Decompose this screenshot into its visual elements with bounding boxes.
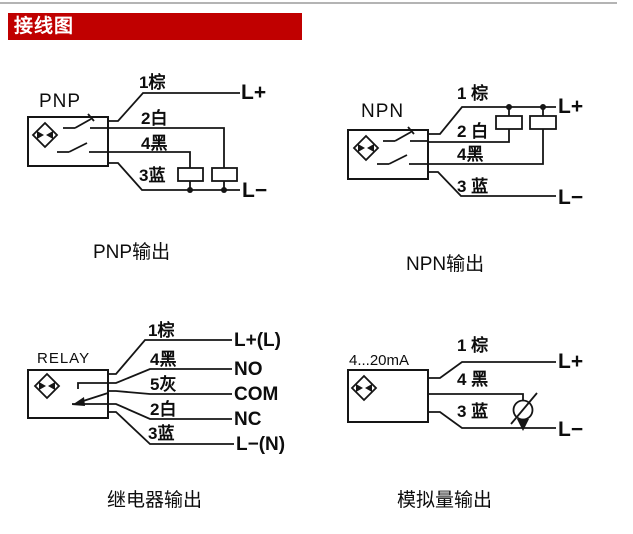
sensor-symbol-icon — [48, 382, 55, 390]
sensor-symbol-icon — [365, 384, 372, 392]
sensor-symbol-icon — [358, 144, 365, 152]
npn-wire-brown — [428, 106, 556, 135]
pnp-pin-1-label: 1棕 — [139, 73, 166, 92]
npn-pin-2-label: 2 白 — [457, 122, 489, 141]
junction-dot — [506, 104, 512, 110]
sensor-symbol-icon — [33, 372, 61, 400]
analog-lplus-label: L+ — [558, 350, 584, 373]
current-meter-needle — [510, 392, 538, 425]
relay-pin-5-label: 5灰 — [150, 375, 177, 394]
load-resistor — [177, 167, 204, 182]
relay-pin-1-label: 1棕 — [148, 321, 175, 340]
relay-sensor-box — [27, 369, 109, 419]
load-resistor — [529, 115, 557, 130]
pnp-pin-4-label: 4黑 — [141, 134, 168, 153]
analog-wire-brown — [428, 361, 556, 379]
npn-wire-black — [428, 129, 544, 165]
load-resistor — [495, 115, 523, 130]
sensor-symbol-icon — [46, 131, 53, 139]
relay-terminal-no-label: NO — [234, 359, 263, 380]
analog-device-label: 4...20mA — [349, 352, 410, 369]
contact-symbol — [377, 154, 428, 165]
relay-wire-black — [108, 368, 232, 384]
relay-wire-white — [108, 403, 232, 420]
relay-wire-blue — [108, 411, 234, 445]
relay-pin-3-label: 3蓝 — [148, 424, 175, 443]
arrowhead-icon — [517, 419, 529, 431]
sensor-symbol-icon — [352, 134, 380, 162]
sensor-symbol-icon — [31, 121, 59, 149]
pnp-wire-brown — [108, 92, 240, 122]
relay-caption: 继电器输出 — [107, 490, 203, 511]
relay-contact-symbol — [79, 392, 109, 403]
relay-diagram — [27, 339, 234, 445]
pnp-sensor-box — [27, 116, 109, 167]
npn-pin-3-label: 3 蓝 — [457, 177, 489, 196]
load-resistor — [211, 167, 238, 182]
junction-dot — [187, 187, 193, 193]
sensor-symbol-icon — [356, 384, 363, 392]
npn-lplus-label: L+ — [558, 95, 584, 118]
relay-terminal-lplus-label: L+(L) — [234, 330, 281, 351]
pnp-pin-2-label: 2白 — [141, 109, 168, 128]
npn-pin-4-label: 4黑 — [457, 145, 484, 164]
relay-terminal-lminus-label: L−(N) — [236, 434, 286, 455]
pnp-wire-blue — [108, 162, 240, 191]
relay-contact-symbol — [77, 382, 108, 389]
sensor-symbol-icon — [350, 374, 378, 402]
contact-symbol — [63, 113, 108, 129]
npn-pin-1-label: 1 棕 — [457, 84, 489, 103]
analog-caption: 模拟量输出 — [397, 490, 493, 511]
pnp-diagram — [27, 92, 240, 193]
relay-pin-4-label: 4黑 — [150, 350, 177, 369]
load-leads — [189, 181, 225, 190]
contact-symbol — [57, 142, 108, 153]
npn-device-label: NPN — [361, 101, 405, 122]
pnp-caption: PNP输出 — [93, 242, 171, 263]
npn-sensor-box — [347, 129, 429, 180]
sensor-symbol-icon — [37, 131, 44, 139]
sensor-symbol-icon — [39, 382, 46, 390]
analog-diagram — [347, 361, 556, 431]
junction-dot — [540, 104, 546, 110]
npn-diagram — [347, 104, 557, 197]
analog-pin-3-label: 3 蓝 — [457, 402, 489, 421]
relay-pin-2-label: 2白 — [150, 400, 177, 419]
analog-wire-black — [428, 393, 524, 401]
contact-symbol — [383, 126, 428, 142]
junction-dot — [221, 187, 227, 193]
pnp-wire-white — [108, 127, 225, 168]
relay-terminal-nc-label: NC — [234, 409, 262, 430]
pnp-device-label: PNP — [39, 91, 82, 112]
analog-pin-1-label: 1 棕 — [457, 336, 489, 355]
analog-lminus-label: L− — [558, 418, 584, 441]
load-leads — [508, 107, 544, 116]
npn-wire-blue — [428, 171, 556, 197]
analog-sensor-box — [347, 369, 429, 423]
top-divider — [0, 2, 617, 4]
relay-terminal-com-label: COM — [234, 384, 279, 405]
relay-wire-gray — [108, 390, 232, 395]
section-banner: 接线图 — [8, 13, 302, 40]
pnp-wire-black — [108, 151, 191, 168]
npn-caption: NPN输出 — [406, 254, 485, 275]
npn-wire-white — [428, 129, 510, 143]
analog-wire-blue — [428, 411, 556, 429]
relay-device-label: RELAY — [37, 350, 91, 367]
npn-lminus-label: L− — [558, 186, 584, 209]
section-title: 接线图 — [14, 16, 75, 37]
pnp-pin-3-label: 3蓝 — [139, 166, 166, 185]
sensor-symbol-icon — [367, 144, 374, 152]
relay-wire-brown — [108, 339, 232, 375]
analog-pin-4-label: 4 黑 — [457, 370, 489, 389]
pnp-lminus-label: L− — [242, 179, 268, 202]
pnp-lplus-label: L+ — [241, 81, 267, 104]
